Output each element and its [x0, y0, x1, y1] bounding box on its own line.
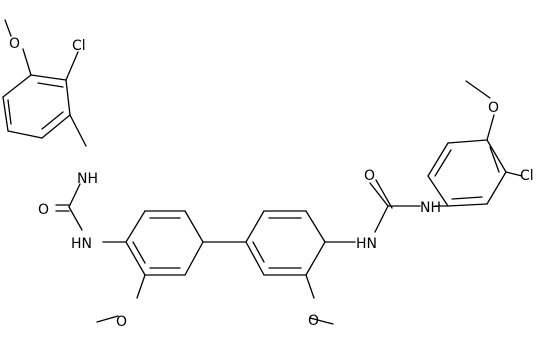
- hn-label-right: HN: [356, 236, 377, 252]
- nh-label-right-aryl: NH: [420, 200, 441, 216]
- hn-label-left: HN: [71, 236, 92, 252]
- right-aryl-substituent-bonds: [434, 80, 523, 207]
- upper-left-aryl-ring: [2, 74, 71, 139]
- upper-left-substituent-bonds: [4, 19, 87, 147]
- chlorine-label-upper-left: Cl: [72, 38, 86, 54]
- methoxy-oxygen-label-left-biphenyl: O: [116, 314, 127, 330]
- left-biphenyl-ring: [125, 210, 204, 276]
- right-biphenyl-ring: [245, 210, 326, 276]
- right-biphenyl-substituent-bonds: [305, 241, 356, 325]
- right-aryl-ring: [427, 139, 507, 207]
- chlorine-label-right: Cl: [520, 168, 534, 184]
- nh-label-upper-left: NH: [77, 171, 98, 187]
- left-biphenyl-substituent-bonds: [96, 241, 146, 323]
- methoxy-oxygen-label-upper-left: O: [9, 36, 20, 52]
- carbonyl-oxygen-label-right: O: [364, 168, 375, 184]
- methoxy-oxygen-label-right: O: [488, 100, 499, 116]
- right-urea-bonds: [369, 179, 421, 233]
- left-urea-bonds: [55, 183, 83, 231]
- carbonyl-oxygen-label-left: O: [38, 202, 49, 218]
- methoxy-oxygen-label-right-biphenyl: O: [308, 313, 319, 329]
